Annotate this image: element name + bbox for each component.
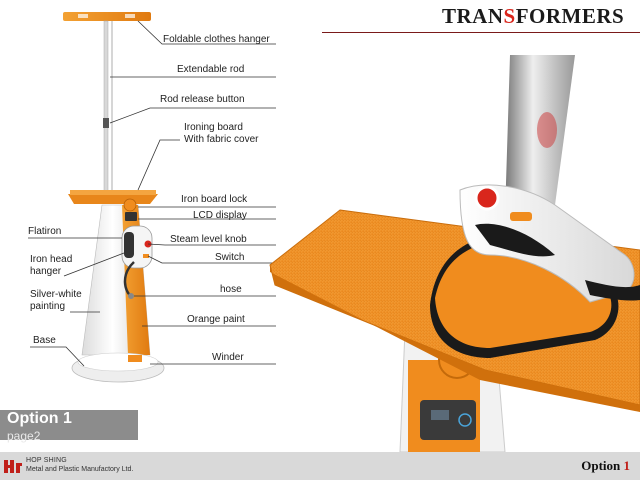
title-part: TRAN: [442, 4, 504, 28]
footer-option-word: Option: [581, 458, 621, 473]
label-hose: hose: [220, 284, 242, 295]
label-silver-white-2: painting: [30, 301, 66, 312]
page-title: TRANSFORMERS: [442, 4, 624, 29]
label-base: Base: [33, 335, 56, 346]
label-silver-white-1: Silver-white: [30, 289, 82, 300]
product-render: [269, 55, 640, 452]
label-iron-board-lock: Iron board lock: [181, 194, 248, 205]
rod-release-shape: [103, 118, 109, 128]
label-lcd-display: LCD display: [193, 210, 247, 221]
label-flatiron: Flatiron: [28, 226, 62, 237]
footer-company-name: HOP SHING: [26, 457, 67, 464]
hanger-shape: [63, 12, 151, 21]
label-ironing-board-1: Ironing board: [184, 122, 243, 133]
option-badge-title: Option 1: [7, 410, 72, 427]
rod-shape: [103, 20, 109, 194]
label-foldable-hanger: Foldable clothes hanger: [163, 34, 270, 45]
company-logo-icon: [4, 460, 22, 473]
label-switch: Switch: [215, 252, 245, 263]
footer-option-label: Option 1: [581, 458, 630, 474]
label-orange-paint: Orange paint: [187, 314, 245, 325]
footer-option-number: 1: [623, 458, 631, 473]
footer-bar: HOP SHING Metal and Plastic Manufactory …: [0, 452, 640, 480]
label-rod-release-button: Rod release button: [160, 94, 245, 105]
label-ironing-board-2: With fabric cover: [184, 134, 259, 145]
footer-company-desc: Metal and Plastic Manufactory Ltd.: [26, 466, 134, 473]
title-highlight: S: [503, 4, 516, 28]
label-iron-head-hanger-2: hanger: [30, 266, 62, 277]
board-shape: [68, 194, 158, 204]
option-badge: Option 1 page2: [0, 410, 138, 443]
title-part: FORMERS: [515, 4, 625, 28]
label-iron-head-hanger-1: Iron head: [30, 254, 73, 265]
product-diagram: [28, 12, 276, 383]
title-divider: [322, 32, 640, 33]
option-badge-subtitle: page2: [7, 429, 41, 443]
label-winder: Winder: [212, 352, 244, 363]
render-iron-body-shape: [459, 184, 635, 303]
label-steam-level-knob: Steam level knob: [170, 234, 247, 245]
label-extendable-rod: Extendable rod: [177, 64, 245, 75]
